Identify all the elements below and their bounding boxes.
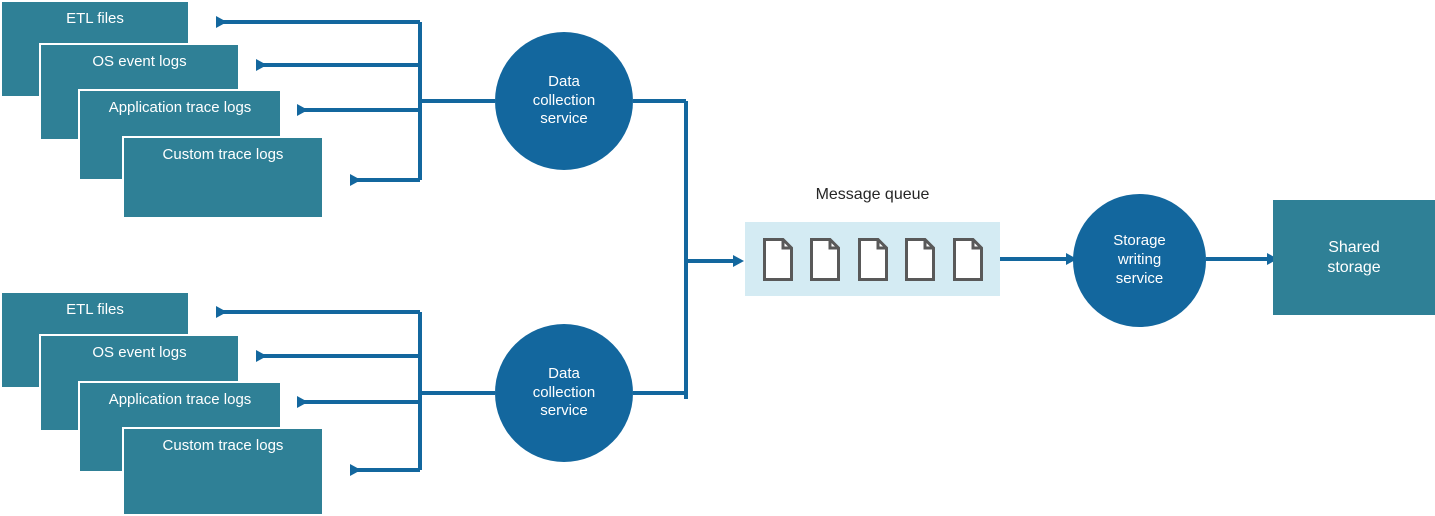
source-label: OS event logs xyxy=(92,53,187,70)
source-label: OS event logs xyxy=(92,344,187,361)
message-document-icon xyxy=(810,237,840,281)
data-collection-service-top[interactable]: Data collection service xyxy=(495,32,633,170)
message-document-icon xyxy=(905,237,935,281)
message-queue-container xyxy=(745,222,1000,296)
message-queue[interactable]: Message queue xyxy=(745,186,1000,296)
storage-label-line-2: storage xyxy=(1327,258,1381,276)
message-queue-label: Message queue xyxy=(815,186,930,203)
source-box-custom-trace-logs-bottom[interactable]: Custom trace logs xyxy=(122,427,324,516)
source-label: Application trace logs xyxy=(108,99,252,116)
service-label-line-3: service xyxy=(540,402,588,420)
service-label-line-1: Data xyxy=(548,364,580,382)
writer-label-line-1: Storage xyxy=(1113,232,1166,250)
message-document-icon xyxy=(952,237,983,281)
message-document-icon xyxy=(857,237,888,281)
source-label: Application trace logs xyxy=(108,391,252,408)
service-label-line-2: collection xyxy=(532,383,596,401)
source-box-custom-trace-logs-top[interactable]: Custom trace logs xyxy=(122,136,324,219)
service-label-line-1: Data xyxy=(548,72,580,90)
service-label-line-3: service xyxy=(540,110,588,128)
message-document-icon xyxy=(762,237,793,281)
writer-label-line-3: service xyxy=(1115,269,1164,287)
source-label: ETL files xyxy=(66,10,124,27)
writer-label-line-2: writing xyxy=(1117,251,1162,269)
data-collection-service-bottom[interactable]: Data collection service xyxy=(495,324,633,462)
storage-label-line-1: Shared xyxy=(1328,238,1380,256)
source-label: ETL files xyxy=(66,301,124,318)
source-label: Custom trace logs xyxy=(162,437,284,454)
source-label: Custom trace logs xyxy=(162,146,284,163)
shared-storage[interactable]: Shared storage xyxy=(1273,200,1435,315)
service-label-line-2: collection xyxy=(532,91,596,109)
storage-writing-service[interactable]: Storage writing service xyxy=(1073,194,1206,327)
